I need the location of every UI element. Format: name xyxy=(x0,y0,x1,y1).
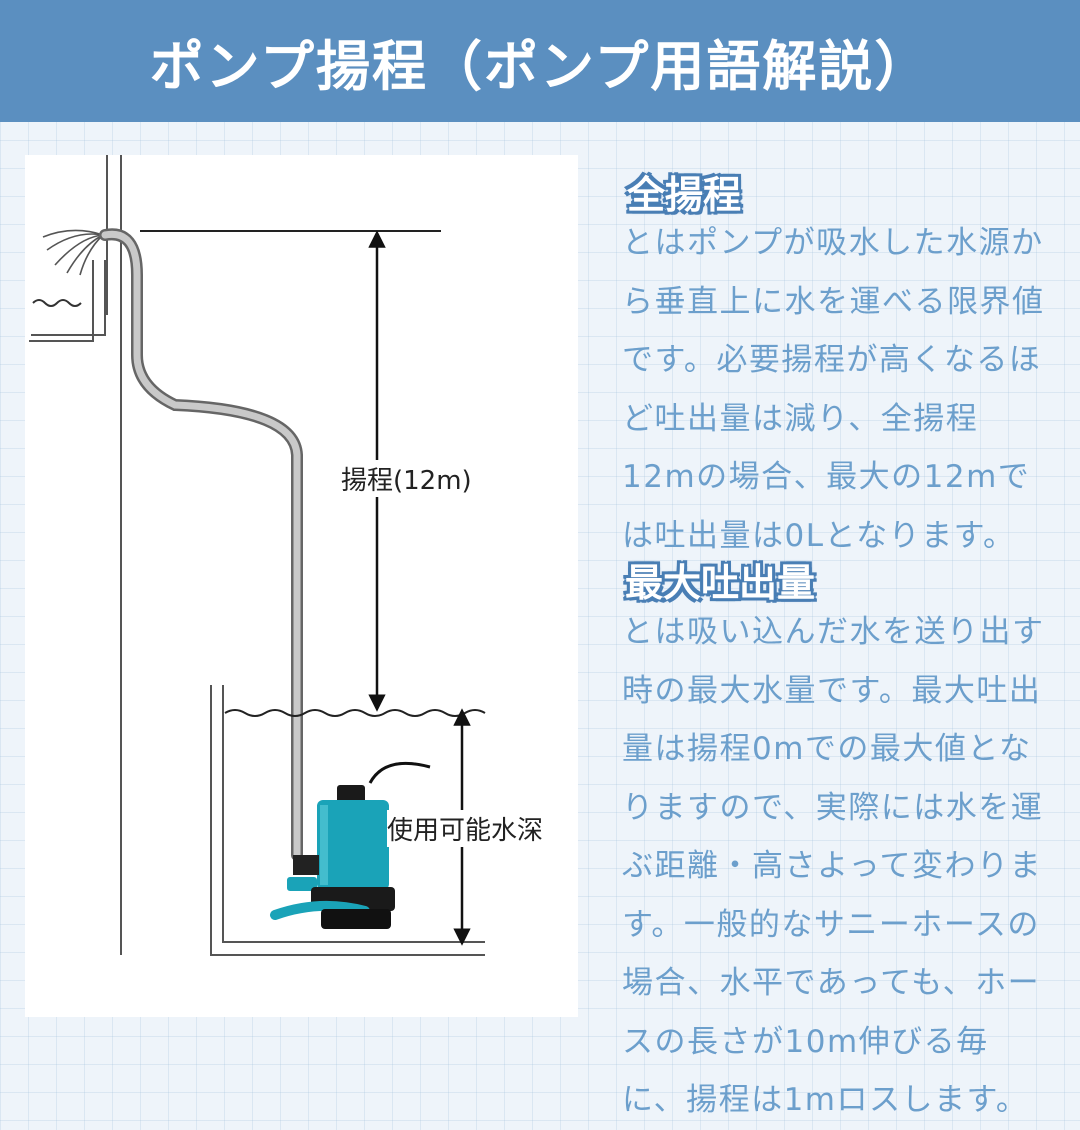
diagram-drawing xyxy=(29,155,486,956)
pump-diagram: 揚程(12m) 使用可能水深 xyxy=(25,155,578,1017)
page-title: ポンプ揚程（ポンプ用語解説） xyxy=(149,34,931,98)
depth-label: 使用可能水深 xyxy=(387,810,544,847)
submersible-pump-icon xyxy=(270,761,431,929)
title-banner: ポンプ揚程（ポンプ用語解説） xyxy=(0,0,1080,122)
upper-tank xyxy=(29,155,122,955)
water-surface xyxy=(224,709,486,717)
section-title-max-discharge: 最大吐出量 xyxy=(625,561,816,605)
water-tank xyxy=(210,685,485,956)
section-body-max-discharge: とは吸い込んだ水を送り出す時の最大水量です。最大吐出量は揚程0mでの最大値となり… xyxy=(622,614,1045,1118)
section-title-total-head: 全揚程 xyxy=(627,173,742,217)
head-label: 揚程(12m) xyxy=(341,460,472,497)
section-body-total-head: とはポンプが吸水した水源から垂直上に水を運べる限界値です。必要揚程が高くなるほど… xyxy=(622,225,1045,554)
